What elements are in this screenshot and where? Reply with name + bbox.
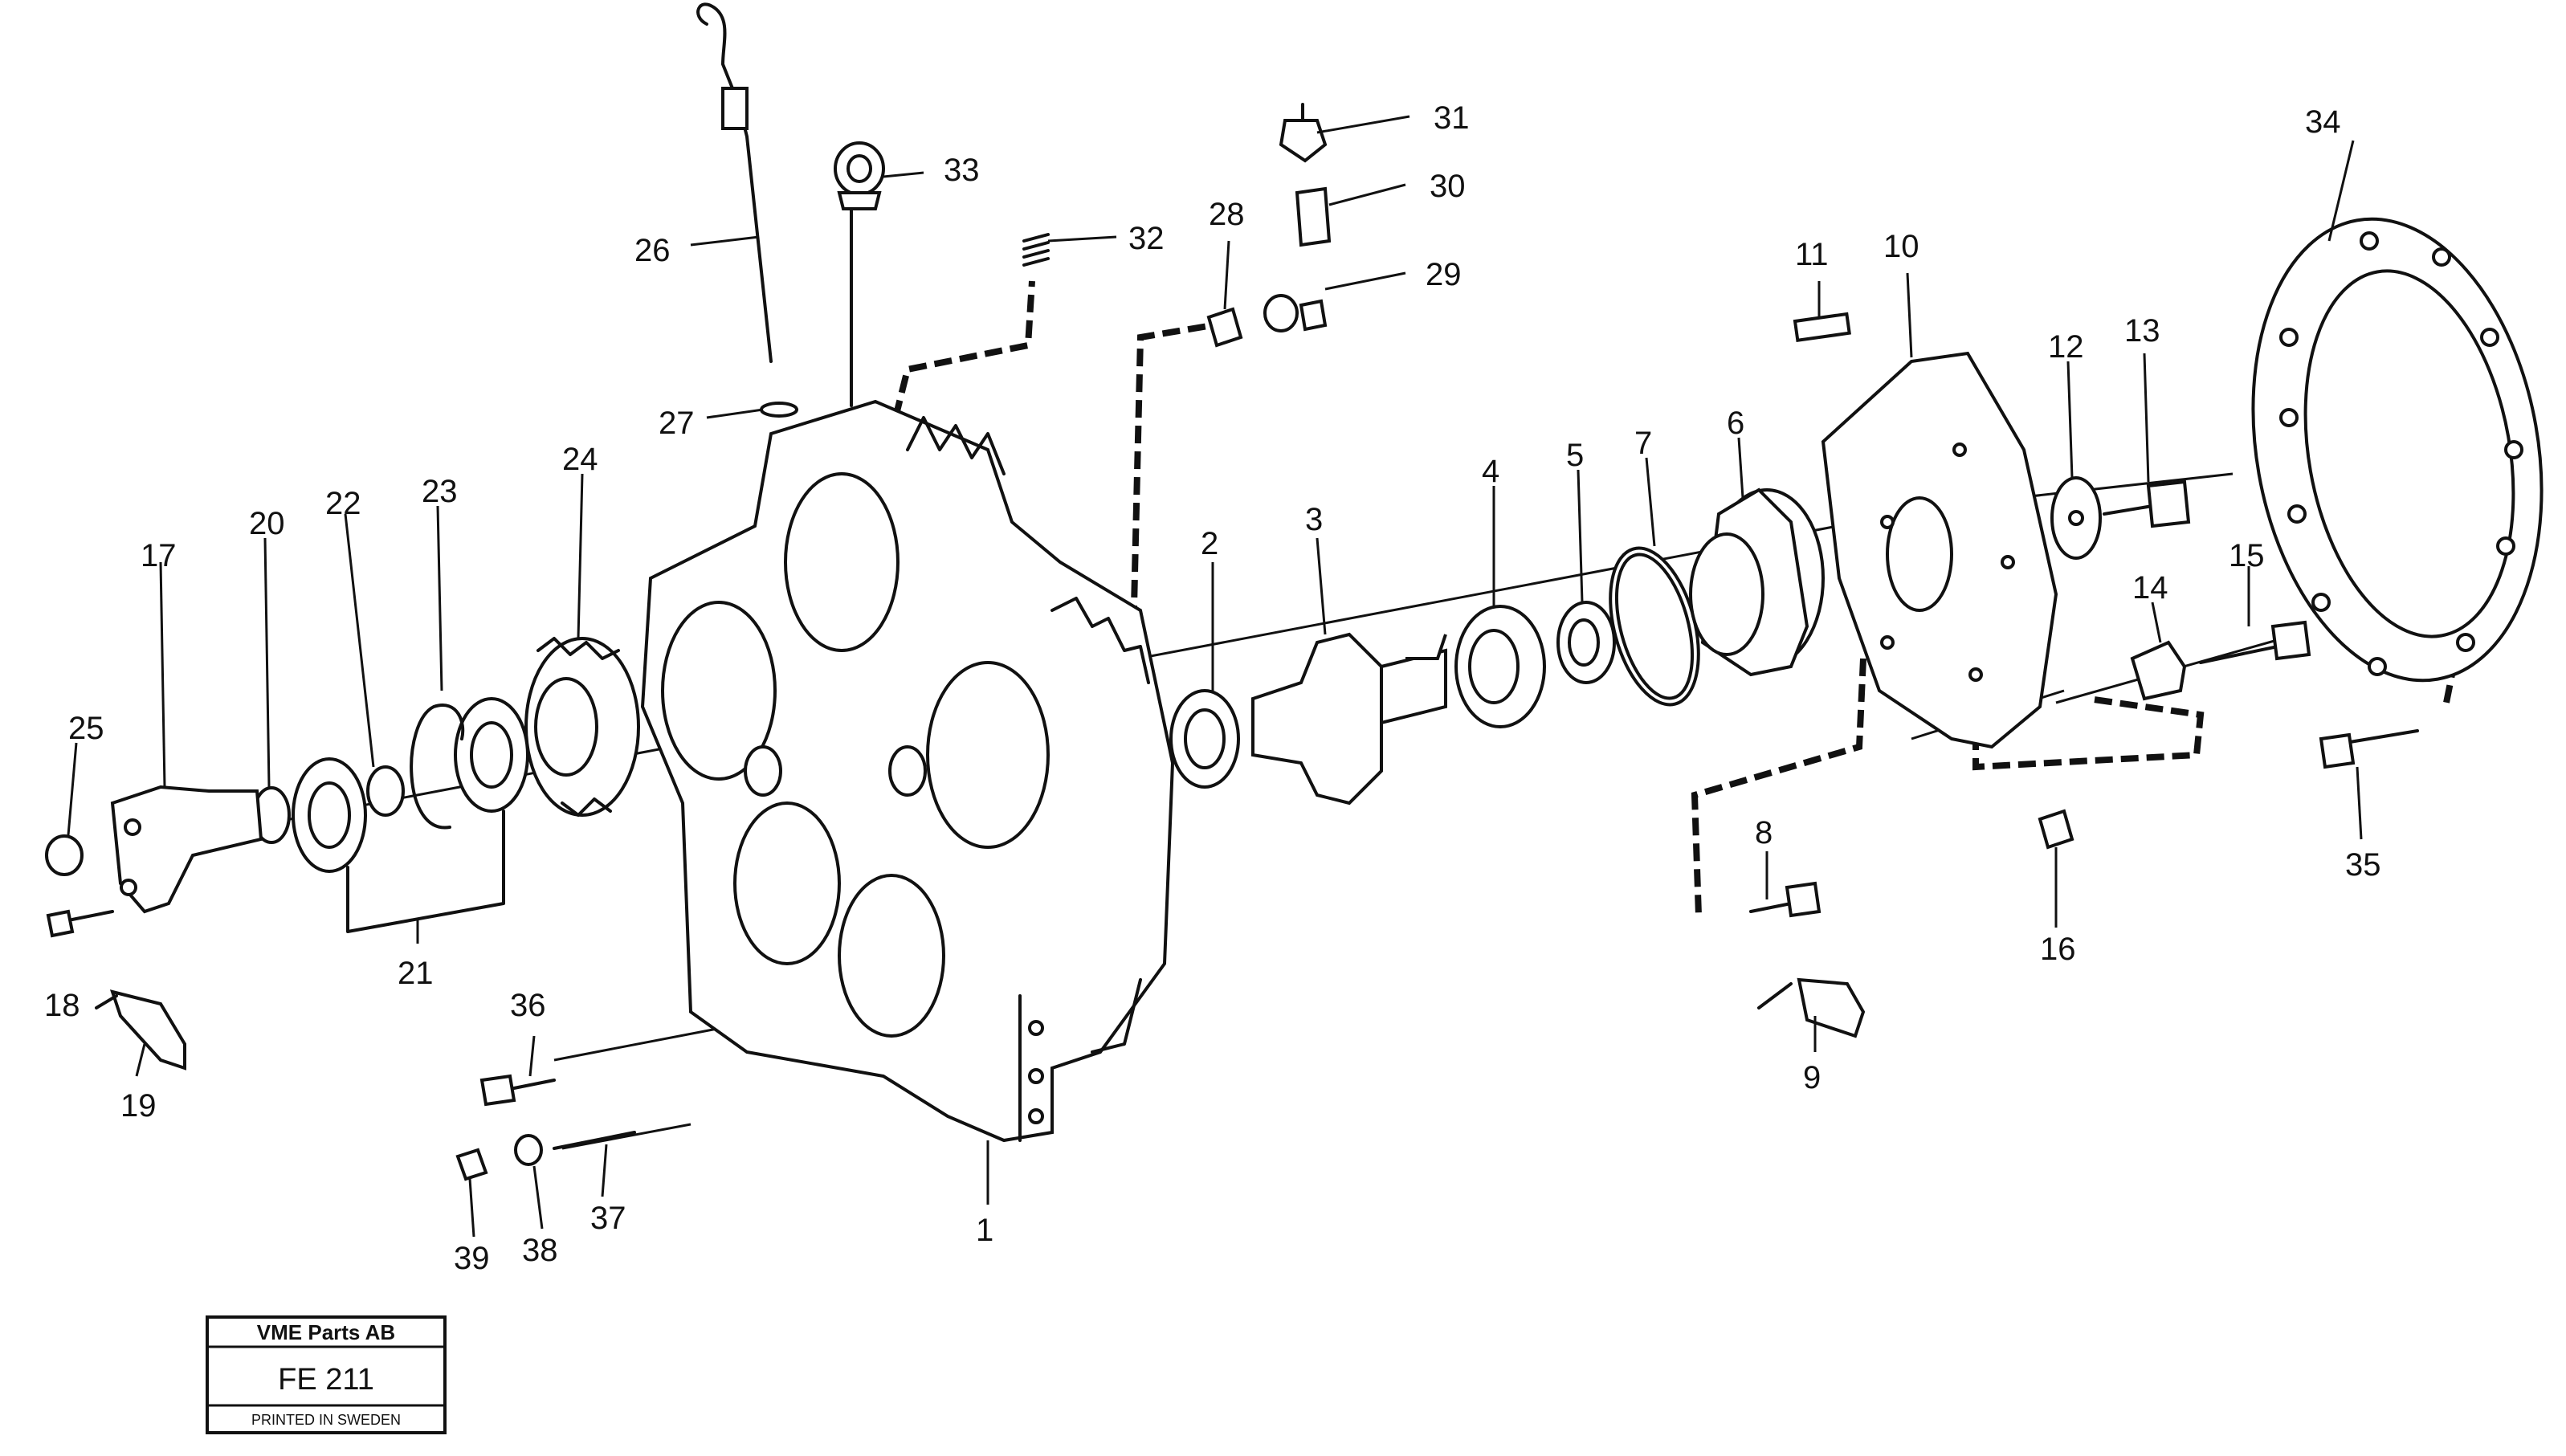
label-18: 18 bbox=[44, 988, 80, 1023]
part-29-washer bbox=[1263, 294, 1328, 332]
part-30-adapter bbox=[1295, 186, 1332, 247]
part-23-circlip bbox=[410, 704, 465, 830]
part-11-key bbox=[1793, 312, 1851, 343]
label-28: 28 bbox=[1209, 197, 1245, 232]
part-14-plug bbox=[2130, 640, 2187, 701]
label-17: 17 bbox=[141, 538, 177, 573]
part-2-bearing bbox=[1169, 689, 1240, 789]
label-1: 1 bbox=[976, 1213, 993, 1248]
label-15: 15 bbox=[2229, 538, 2265, 573]
part-26-dipstick bbox=[696, 2, 773, 363]
label-39: 39 bbox=[454, 1241, 490, 1276]
part-28-fitting bbox=[1206, 307, 1243, 348]
label-32: 32 bbox=[1128, 221, 1165, 256]
label-22: 22 bbox=[325, 486, 361, 521]
part-24-gear bbox=[524, 637, 640, 817]
label-27: 27 bbox=[659, 406, 695, 441]
label-2: 2 bbox=[1201, 526, 1218, 561]
label-10: 10 bbox=[1883, 229, 1919, 264]
part-6-bearing-housing bbox=[1689, 487, 1825, 677]
label-19: 19 bbox=[120, 1088, 157, 1124]
label-7: 7 bbox=[1634, 426, 1652, 461]
label-36: 36 bbox=[510, 988, 546, 1023]
part-31-sensor bbox=[1279, 103, 1328, 163]
part-39-nut bbox=[455, 1148, 488, 1181]
label-4: 4 bbox=[1482, 454, 1499, 489]
part-36-bolt bbox=[479, 1074, 556, 1107]
label-3: 3 bbox=[1305, 502, 1323, 537]
label-30: 30 bbox=[1430, 169, 1466, 204]
part-12-washer bbox=[2050, 476, 2102, 560]
title-block: VME Parts AB FE 211 PRINTED IN SWEDEN bbox=[206, 1315, 447, 1434]
label-24: 24 bbox=[562, 442, 598, 477]
part-34-ring bbox=[2251, 217, 2544, 683]
title-printed: PRINTED IN SWEDEN bbox=[251, 1412, 401, 1428]
label-31: 31 bbox=[1434, 100, 1470, 136]
label-35: 35 bbox=[2345, 847, 2381, 883]
part-5-bearing bbox=[1556, 601, 1616, 684]
label-5: 5 bbox=[1566, 438, 1584, 473]
label-21: 21 bbox=[398, 956, 434, 991]
part-21-bearing-right bbox=[454, 697, 529, 813]
label-9: 9 bbox=[1803, 1060, 1821, 1095]
part-9-sealant-tube bbox=[1757, 977, 1866, 1038]
label-14: 14 bbox=[2132, 570, 2168, 606]
label-13: 13 bbox=[2124, 313, 2160, 349]
part-19-sealant-tube bbox=[95, 989, 186, 1071]
part-25-nut bbox=[45, 834, 84, 876]
label-6: 6 bbox=[1727, 406, 1744, 441]
part-1-gear-housing bbox=[640, 399, 1175, 1143]
part-13-bolt bbox=[2103, 479, 2191, 528]
label-11: 11 bbox=[1795, 237, 1829, 272]
part-22-lock-nut bbox=[366, 765, 405, 817]
part-7-o-ring bbox=[1609, 546, 1700, 707]
part-38-washer bbox=[514, 1134, 543, 1166]
part-16-nut bbox=[2038, 809, 2074, 850]
label-8: 8 bbox=[1755, 815, 1773, 850]
part-labels: 1 2 3 4 5 7 6 10 11 12 13 14 15 8 9 16 3… bbox=[44, 100, 2381, 1276]
label-20: 20 bbox=[249, 506, 285, 541]
title-company: VME Parts AB bbox=[257, 1320, 395, 1344]
label-23: 23 bbox=[422, 474, 458, 509]
label-34: 34 bbox=[2305, 104, 2341, 140]
label-38: 38 bbox=[522, 1233, 558, 1268]
label-16: 16 bbox=[2040, 932, 2076, 967]
part-3-pinion-shaft bbox=[1251, 632, 1447, 805]
part-21-bearing-left bbox=[292, 757, 367, 873]
part-21-bracket bbox=[346, 810, 505, 933]
part-8-screw bbox=[1749, 881, 1821, 918]
label-12: 12 bbox=[2048, 329, 2084, 365]
label-37: 37 bbox=[590, 1201, 626, 1236]
part-37-stud bbox=[553, 1131, 636, 1150]
part-35-bolt bbox=[2319, 729, 2419, 769]
label-25: 25 bbox=[68, 711, 104, 746]
label-29: 29 bbox=[1426, 257, 1462, 292]
part-15-bolt bbox=[2199, 620, 2311, 664]
part-32-spring bbox=[1022, 233, 1050, 267]
label-26: 26 bbox=[634, 233, 671, 268]
part-18-screw bbox=[46, 909, 114, 938]
part-10-flange-cover bbox=[1821, 351, 2058, 749]
title-code: FE 211 bbox=[278, 1363, 374, 1397]
leader-lines bbox=[67, 115, 2363, 1238]
label-33: 33 bbox=[944, 153, 980, 188]
part-33-eye-bolt bbox=[834, 141, 885, 407]
part-27-o-ring bbox=[760, 402, 798, 418]
part-4-bearing bbox=[1454, 605, 1546, 728]
part-17-shaft bbox=[110, 785, 263, 914]
